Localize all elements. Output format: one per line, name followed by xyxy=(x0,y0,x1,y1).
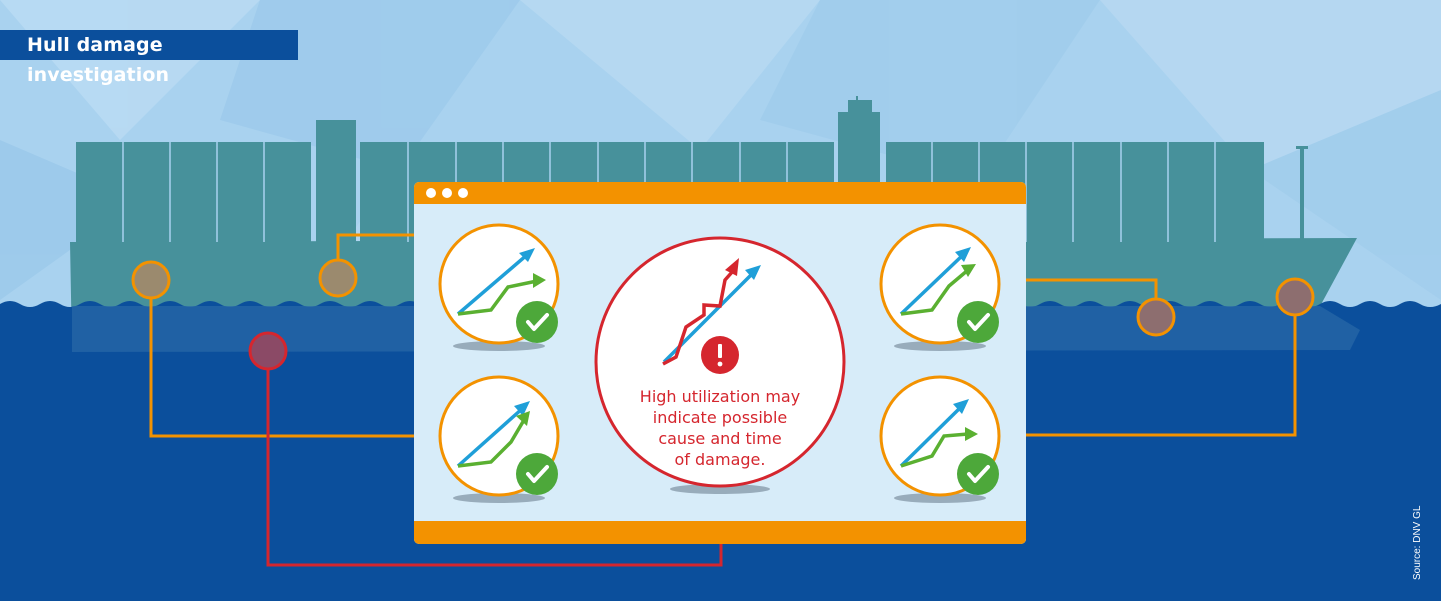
check-icon xyxy=(957,453,999,495)
page-title: Hull damage investigation xyxy=(0,30,298,86)
connector-lower-left xyxy=(149,282,440,438)
window-dots-icon xyxy=(426,188,468,198)
check-icon xyxy=(516,301,558,343)
sensor-marker xyxy=(1136,297,1176,337)
status-gauge-lower-right xyxy=(879,375,1001,503)
source-note: Source: DNV GL xyxy=(1412,505,1423,580)
check-icon xyxy=(516,453,558,495)
check-icon xyxy=(957,301,999,343)
status-gauge-upper-left xyxy=(438,223,560,351)
sensor-marker xyxy=(318,258,358,298)
sensor-markers xyxy=(131,258,1315,371)
sensor-marker-warning xyxy=(248,331,288,371)
sensor-marker xyxy=(1275,277,1315,317)
warning-caption-line: cause and time xyxy=(658,429,782,448)
sensor-marker xyxy=(131,260,171,300)
status-gauge-lower-left xyxy=(438,375,560,503)
status-gauge-upper-right xyxy=(879,223,1001,351)
warning-caption: High utilization may indicate possible c… xyxy=(605,386,835,470)
warning-caption-line: of damage. xyxy=(674,450,766,469)
warning-gauge xyxy=(594,236,846,494)
connector-lower-right xyxy=(1000,298,1297,437)
warning-caption-line: indicate possible xyxy=(652,408,788,427)
exclamation-icon xyxy=(701,336,739,374)
warning-caption-line: High utilization may xyxy=(639,387,801,406)
